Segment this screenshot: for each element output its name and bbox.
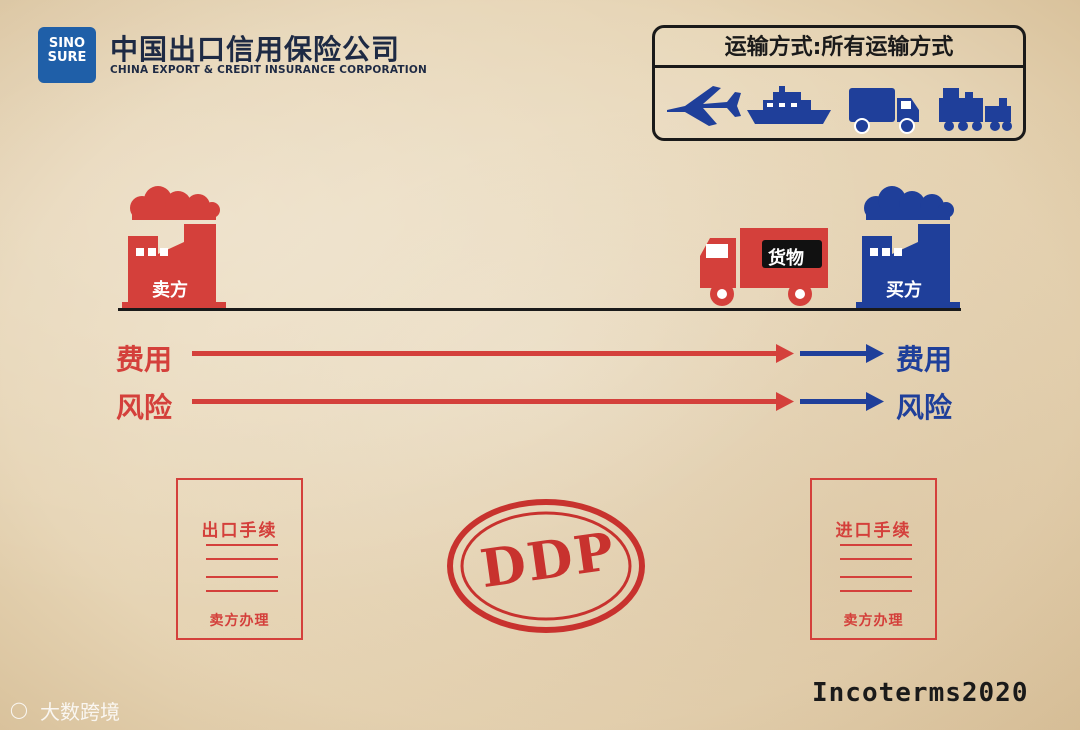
- import-doc-handler: 卖方办理: [843, 613, 904, 629]
- transport-mode-title: 运输方式:所有运输方式: [655, 28, 1023, 68]
- cost-arrow-buyer: [800, 344, 884, 363]
- delivery-timeline: [118, 308, 961, 311]
- cost-arrow-seller: [192, 344, 794, 363]
- cost-label-seller: 费用: [116, 343, 173, 376]
- ship-icon: [747, 86, 831, 124]
- export-doc-handler: 卖方办理: [209, 613, 270, 629]
- truck-icon: [849, 88, 919, 134]
- transport-icons: [667, 86, 1012, 134]
- import-procedures-document: 进口手续 卖方办理: [810, 478, 937, 640]
- risk-arrow-seller: [192, 392, 794, 411]
- risk-arrow-buyer: [800, 392, 884, 411]
- airplane-icon: [667, 86, 741, 126]
- buyer-factory-icon: [856, 186, 960, 308]
- export-procedures-document: 出口手续 卖方办理: [176, 478, 303, 640]
- buyer-label: 买方: [886, 280, 922, 301]
- incoterms-label: Incoterms2020: [812, 678, 1029, 708]
- import-doc-title: 进口手续: [835, 521, 912, 541]
- sinosure-logo: SINO SURE: [38, 27, 96, 83]
- transport-mode-box: 运输方式:所有运输方式: [652, 25, 1026, 141]
- watermark-text: 大数跨境: [40, 700, 120, 724]
- train-icon: [939, 88, 1012, 131]
- seller-factory-icon: [122, 186, 226, 308]
- responsibility-arrows: [192, 344, 884, 411]
- risk-label-seller: 风险: [116, 391, 173, 424]
- seller-label: 卖方: [152, 280, 188, 301]
- export-doc-title: 出口手续: [201, 521, 278, 541]
- risk-label-buyer: 风险: [896, 391, 953, 424]
- ddp-stamp: [447, 499, 645, 633]
- company-name-cn: 中国出口信用保险公司: [110, 33, 401, 66]
- cost-label-buyer: 费用: [896, 343, 953, 376]
- goods-label: 货物: [768, 248, 804, 269]
- logo-text-top: SINO: [48, 36, 86, 51]
- cargo-truck-icon: [700, 228, 828, 306]
- company-name-en: CHINA EXPORT & CREDIT INSURANCE CORPORAT…: [110, 64, 427, 76]
- watermark-icon: ◯: [10, 700, 28, 719]
- logo-text-bottom: SURE: [47, 50, 87, 65]
